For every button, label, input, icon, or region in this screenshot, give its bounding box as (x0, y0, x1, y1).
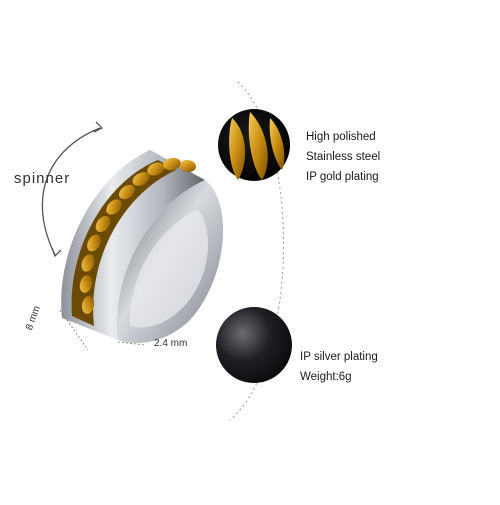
feature-gold-plating: IP gold plating (306, 171, 379, 183)
spin-arrow (41, 127, 101, 256)
ring-thickness-label: 2.4 mm (154, 338, 188, 349)
gold-chain (79, 157, 196, 314)
feature-weight: Weight:6g (300, 371, 352, 383)
feature-list-top: High polished Stainless steel IP gold pl… (306, 127, 380, 187)
spinner-label: spinner (14, 170, 71, 187)
ring (61, 150, 224, 344)
silver-plating-swatch (216, 307, 292, 383)
gold-detail-swatch (218, 109, 290, 181)
callout-curve (229, 81, 284, 421)
feature-high-polished: High polished (306, 131, 376, 143)
arrow-head-top-icon (93, 121, 104, 133)
feature-stainless-steel: Stainless steel (306, 151, 381, 163)
feature-list-bottom: IP silver plating Weight:6g (300, 347, 378, 387)
arrow-head-bottom-icon (51, 247, 62, 258)
feature-silver-plating: IP silver plating (300, 351, 378, 363)
